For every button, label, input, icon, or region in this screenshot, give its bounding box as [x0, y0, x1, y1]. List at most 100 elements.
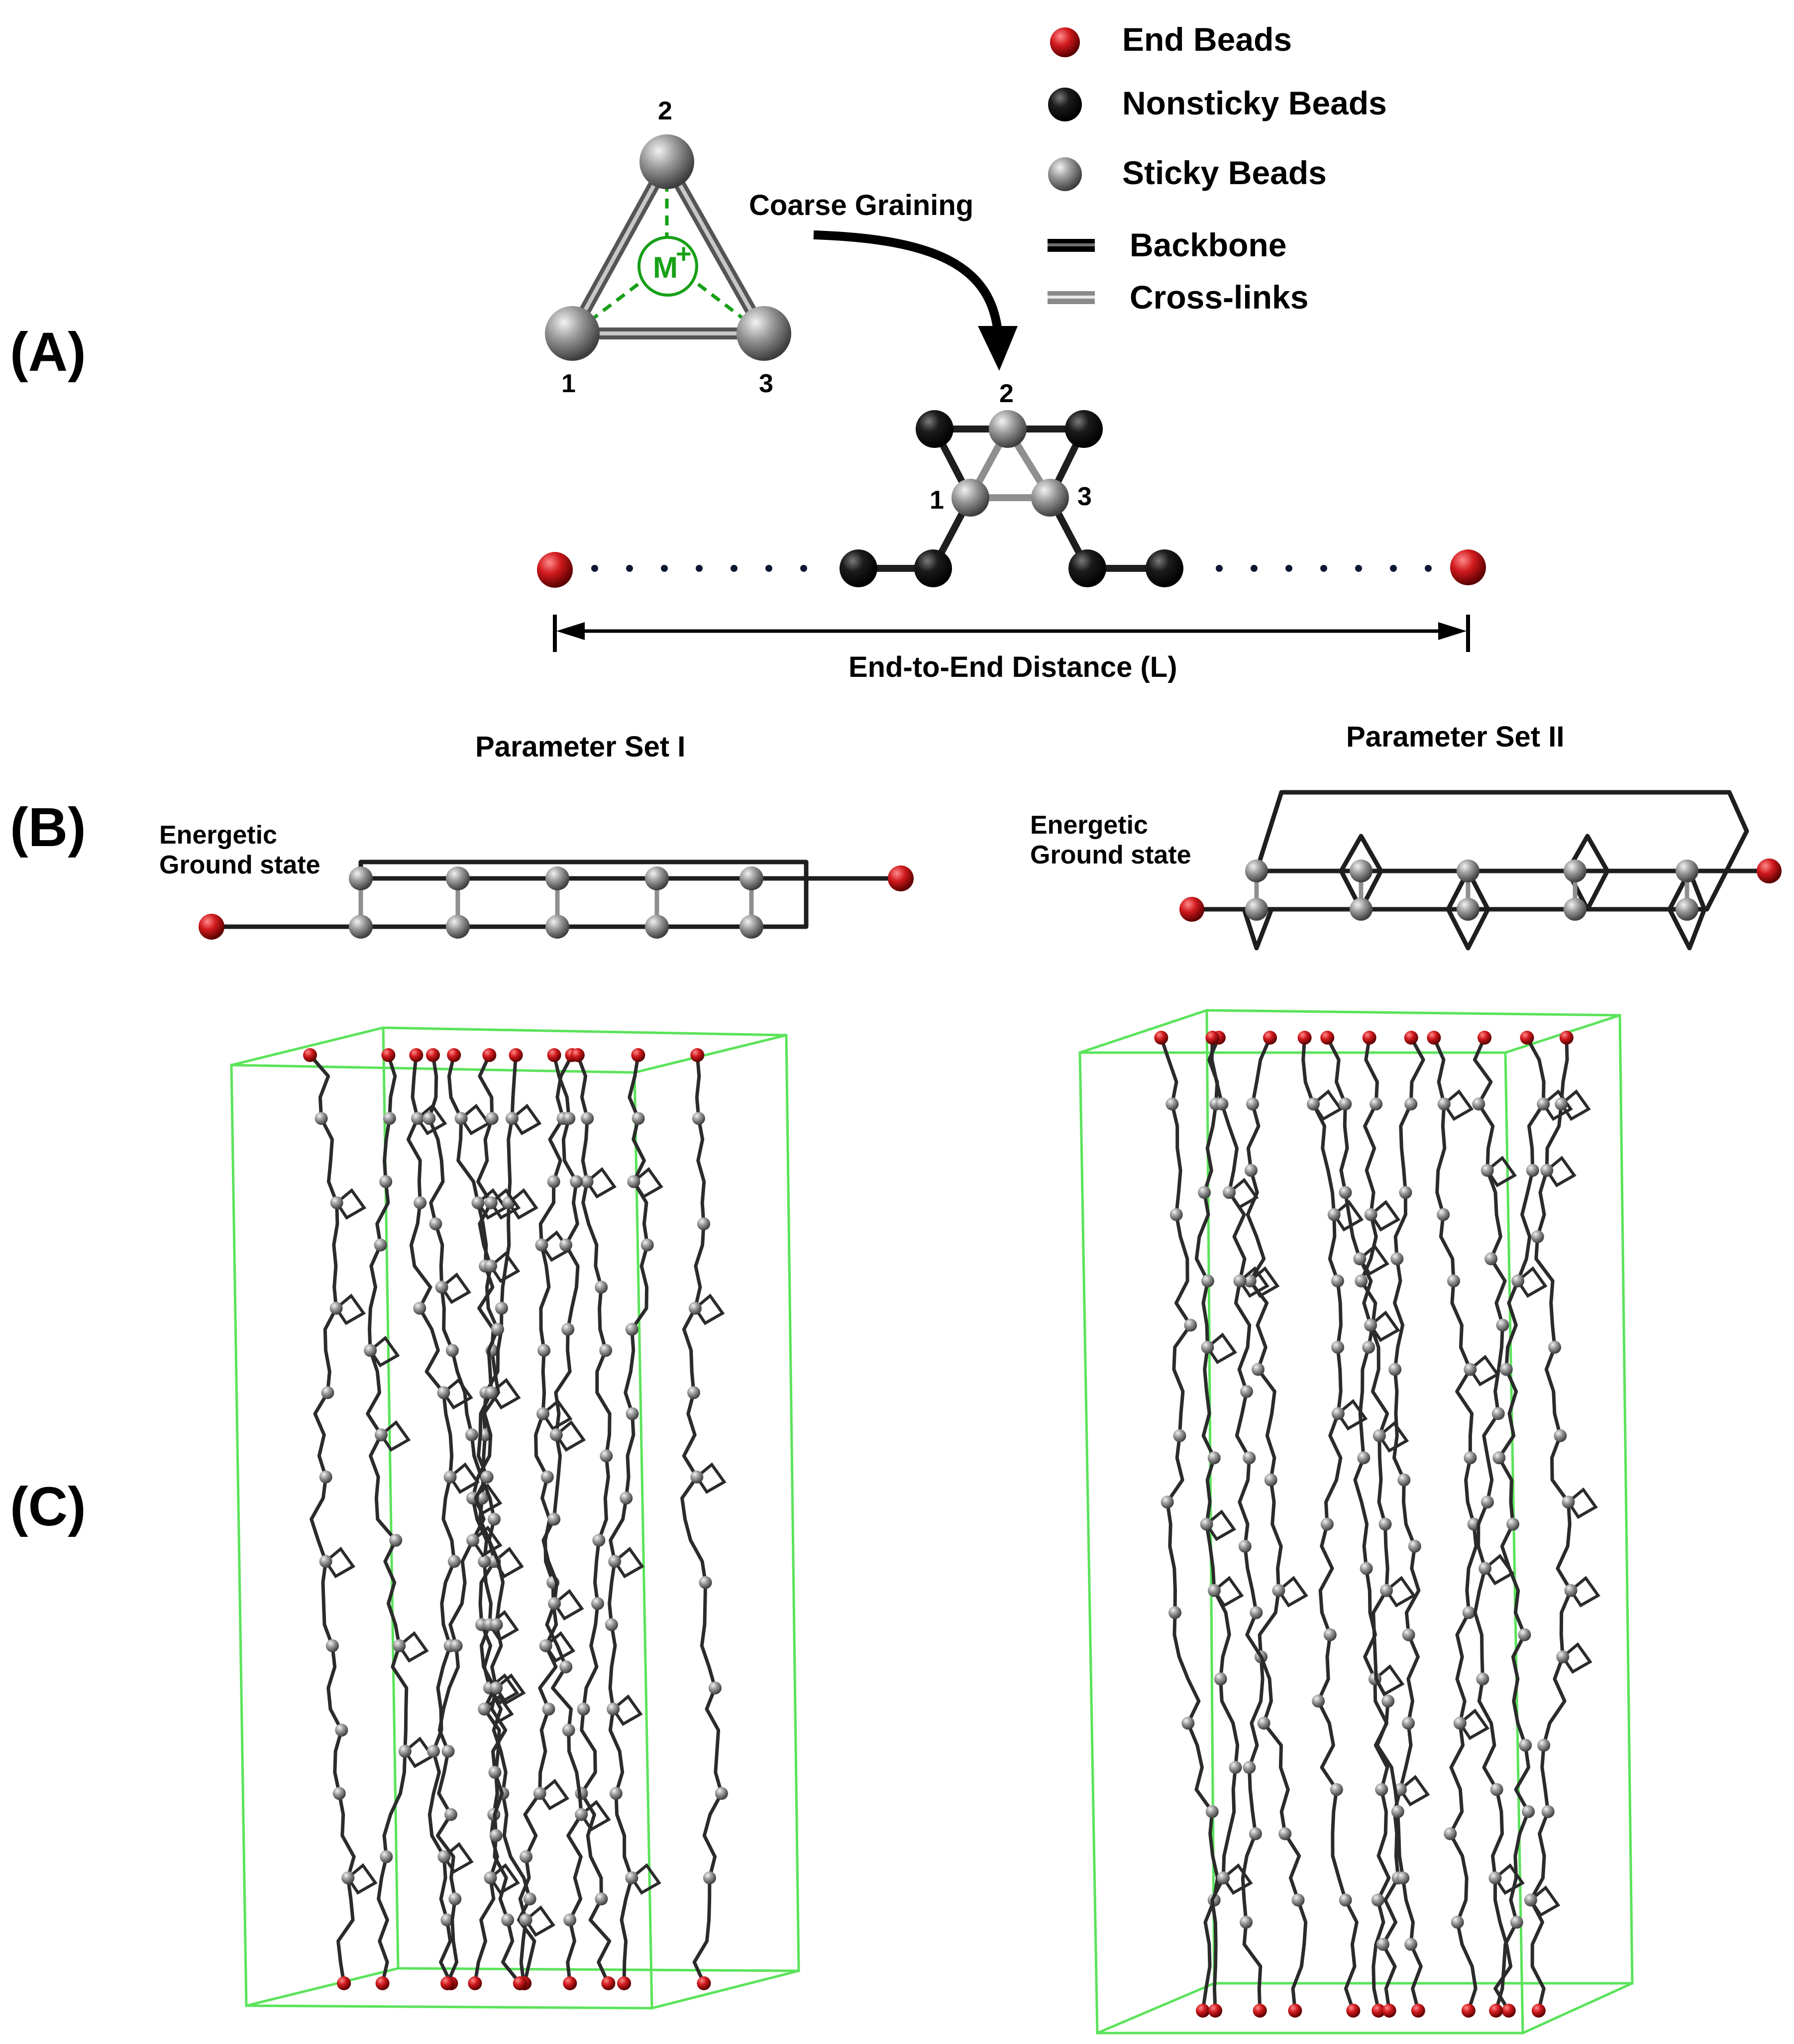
end-bead	[547, 1048, 561, 1062]
sticky-bead	[1437, 1097, 1451, 1111]
sticky-bead	[1243, 1451, 1256, 1465]
cross-link-cluster	[695, 1462, 727, 1494]
sticky-bead	[580, 1175, 594, 1188]
sticky-bead	[1564, 1584, 1578, 1597]
polymer-chain	[1529, 1037, 1573, 2011]
sticky-bead	[427, 1744, 440, 1758]
coarse-graining-arrow	[813, 230, 1002, 332]
sticky-bead	[484, 1196, 498, 1209]
end-bead	[1411, 2004, 1425, 2018]
end-bead	[563, 1976, 577, 1990]
cross-link-cluster	[1369, 1310, 1400, 1342]
cross-link-cluster	[335, 1188, 367, 1220]
cg-sticky-bead-2	[989, 410, 1027, 448]
sticky-bead	[640, 1238, 654, 1252]
cross-link-cluster	[1337, 1399, 1368, 1431]
sticky-bead	[703, 1871, 716, 1885]
end-bead	[1559, 1031, 1574, 1045]
end-bead	[1362, 1031, 1376, 1045]
sticky-bead	[491, 1323, 504, 1336]
legend: End Beads Nonsticky Beads Sticky Beads B…	[1048, 21, 1387, 316]
sticky-bead	[1323, 1628, 1337, 1641]
cross-link-cluster	[580, 1800, 611, 1831]
sticky-bead	[437, 1850, 451, 1863]
metal-ion-charge: +	[676, 239, 692, 269]
sticky-bead	[383, 1112, 396, 1125]
sticky-bead	[1555, 1097, 1568, 1111]
sticky-bead	[1548, 1341, 1562, 1354]
metal-ion-label: M	[653, 251, 678, 284]
cross-link-cluster	[335, 1293, 366, 1325]
cross-link-cluster	[1385, 1576, 1416, 1608]
cross-link-cluster	[1312, 1089, 1343, 1121]
sticky-bead	[1331, 1407, 1345, 1420]
sticky-bead	[627, 1175, 640, 1188]
sticky-bead	[1364, 1318, 1377, 1332]
cross-link-cluster	[1277, 1576, 1308, 1608]
sticky-bead	[1372, 1429, 1386, 1442]
sticky-bead	[1540, 1164, 1554, 1177]
cross-link-cluster	[1370, 1200, 1401, 1232]
end-bead	[631, 1048, 645, 1062]
sticky-bead	[422, 1112, 436, 1125]
sticky-bead	[1207, 1451, 1221, 1465]
cross-link-cluster	[440, 1272, 471, 1304]
sticky-bead	[1464, 1451, 1477, 1465]
sticky-bead	[1355, 1274, 1368, 1288]
end-bead	[447, 1048, 461, 1062]
sticky-bead	[1526, 1164, 1539, 1177]
sticky-bead	[1240, 1385, 1253, 1398]
end-bead	[1427, 1031, 1441, 1045]
end-bead	[1520, 1031, 1534, 1045]
end-bead	[381, 1048, 396, 1062]
sticky-bead	[1169, 1208, 1183, 1221]
cross-link-cluster	[1545, 1156, 1577, 1187]
cross-link-cluster	[1529, 1885, 1561, 1917]
cross-link-cluster	[1378, 1421, 1409, 1453]
sticky-bead	[1451, 1916, 1464, 1929]
end-bead-left	[537, 552, 573, 588]
sticky-bead	[484, 1871, 497, 1885]
sticky-bead	[1173, 1429, 1186, 1442]
cross-link-cluster	[612, 1694, 643, 1726]
sticky-bead	[1437, 1208, 1450, 1221]
simulation-box-set1	[230, 1026, 800, 2010]
cg-sticky-bead-1	[951, 479, 989, 517]
sticky-bead	[549, 1428, 563, 1441]
cross-link-cluster	[489, 1251, 521, 1283]
legend-cross-links: Cross-links	[1130, 279, 1308, 316]
cross-link-cluster	[1358, 1244, 1389, 1276]
sticky-bead	[547, 1512, 561, 1526]
sticky-bead	[600, 1449, 613, 1463]
sticky-bead	[591, 1597, 604, 1610]
sticky-bead	[332, 1787, 346, 1800]
sticky-bead	[364, 1344, 377, 1357]
cross-link-cluster	[1561, 1642, 1592, 1674]
sticky-bead	[1184, 1318, 1197, 1332]
simulation-box-set2	[1078, 1009, 1634, 2035]
sticky-bead	[1327, 1208, 1341, 1221]
sticky-bead	[1488, 1871, 1502, 1885]
sticky-bead	[605, 1618, 618, 1631]
legend-nonsticky-bead-icon	[1048, 88, 1082, 121]
sticky-bead	[577, 1703, 590, 1716]
sticky-bead	[708, 1681, 722, 1695]
sticky-bead	[1511, 1274, 1525, 1288]
sticky-bead	[1381, 1695, 1395, 1708]
sticky-bead	[501, 1913, 515, 1927]
cross-link-cluster	[369, 1336, 400, 1368]
sticky-bead	[1518, 1628, 1531, 1641]
sticky-bead	[1161, 1496, 1174, 1509]
sticky-bead	[465, 1428, 478, 1441]
cross-link-cluster	[398, 1631, 429, 1663]
sticky-bead	[1402, 1717, 1415, 1730]
sticky-bead	[1480, 1164, 1494, 1177]
end-bead	[690, 1048, 705, 1062]
end-bead	[1288, 2004, 1302, 2018]
sticky-bead	[1223, 1186, 1236, 1199]
sticky-bead	[595, 1281, 608, 1294]
sticky-bead	[1472, 1097, 1485, 1111]
legend-nonsticky-beads: Nonsticky Beads	[1122, 85, 1387, 121]
sticky-bead	[1243, 1274, 1257, 1288]
end-bead	[1320, 1031, 1335, 1045]
